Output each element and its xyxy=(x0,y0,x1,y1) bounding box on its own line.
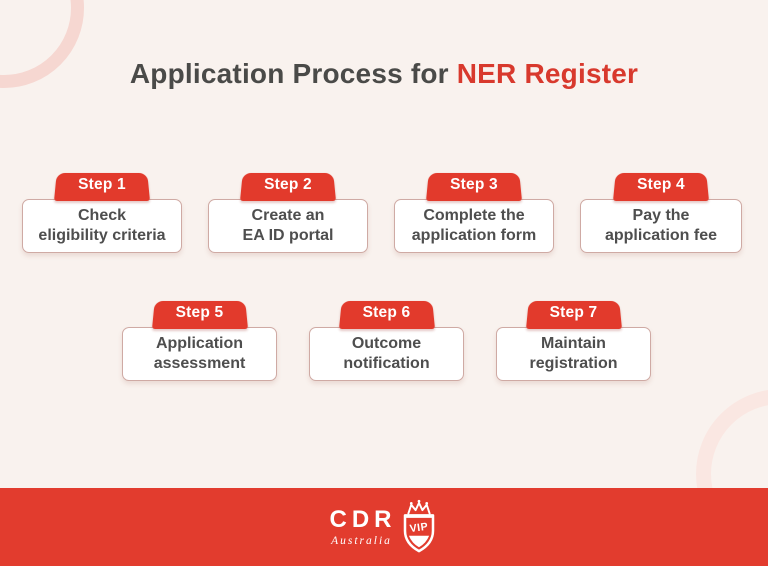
step-3-card: Complete the application form xyxy=(394,199,554,253)
step-7-badge: Step 7 xyxy=(526,299,622,329)
step-1-badge-label: Step 1 xyxy=(78,176,126,193)
step-5-text-line1: Application xyxy=(155,335,244,353)
vip-shield-crown-icon: VIP xyxy=(403,499,434,553)
step-4-badge-label: Step 4 xyxy=(637,176,685,193)
step-6-badge: Step 6 xyxy=(339,299,435,329)
step-4-badge: Step 4 xyxy=(613,171,709,201)
step-6-badge-label: Step 6 xyxy=(362,304,411,321)
step-1-group: Step 1 Check eligibility criteria xyxy=(22,171,182,253)
step-1-text-line1: Check xyxy=(77,207,127,225)
vip-badge-text: VIP xyxy=(408,521,428,535)
step-4-card: Pay the application fee xyxy=(580,199,742,253)
step-5-text-line2: assessment xyxy=(153,355,246,372)
page-title-prefix: Application Process for xyxy=(129,58,457,89)
step-6-group: Step 6 Outcome notification xyxy=(309,299,464,381)
step-5-group: Step 5 Application assessment xyxy=(122,299,277,381)
step-1-text-line2: eligibility criteria xyxy=(38,227,166,244)
step-3-badge-label: Step 3 xyxy=(450,176,498,193)
step-2-badge-label: Step 2 xyxy=(264,176,312,193)
step-6-text-line1: Outcome xyxy=(351,335,422,353)
page-title: Application Process for NER Register xyxy=(0,58,768,90)
step-3-text-line2: application form xyxy=(411,227,537,244)
step-2-text-line2: EA ID portal xyxy=(242,227,334,244)
footer-band: CDR Australia VIP xyxy=(0,488,768,566)
step-1-card: Check eligibility criteria xyxy=(22,199,182,253)
step-3-badge: Step 3 xyxy=(426,171,522,201)
step-6-card: Outcome notification xyxy=(309,327,464,381)
step-1-badge: Step 1 xyxy=(54,171,150,201)
cdr-australia-logo: CDR Australia VIP xyxy=(330,499,439,555)
step-2-badge: Step 2 xyxy=(240,171,336,201)
step-6-text-line2: notification xyxy=(343,355,430,372)
step-4-text-line2: application fee xyxy=(604,227,718,244)
page-title-highlight: NER Register xyxy=(456,58,639,89)
logo-text-block: CDR Australia xyxy=(330,507,392,547)
step-4-group: Step 4 Pay the application fee xyxy=(580,171,742,253)
step-7-card: Maintain registration xyxy=(496,327,651,381)
step-5-badge-label: Step 5 xyxy=(175,304,224,321)
step-2-card: Create an EA ID portal xyxy=(208,199,368,253)
step-7-group: Step 7 Maintain registration xyxy=(496,299,651,381)
brand-name: CDR xyxy=(329,505,397,533)
step-5-badge: Step 5 xyxy=(152,299,248,329)
step-7-text-line1: Maintain xyxy=(541,335,606,353)
step-3-group: Step 3 Complete the application form xyxy=(394,171,554,253)
step-7-text-line2: registration xyxy=(529,355,618,372)
step-4-text-line1: Pay the xyxy=(632,207,690,225)
step-5-card: Application assessment xyxy=(122,327,277,381)
step-3-text-line1: Complete the xyxy=(423,207,525,225)
step-7-badge-label: Step 7 xyxy=(549,304,598,321)
step-2-text-line1: Create an xyxy=(251,207,325,225)
brand-subtitle: Australia xyxy=(331,534,392,547)
step-2-group: Step 2 Create an EA ID portal xyxy=(208,171,368,253)
